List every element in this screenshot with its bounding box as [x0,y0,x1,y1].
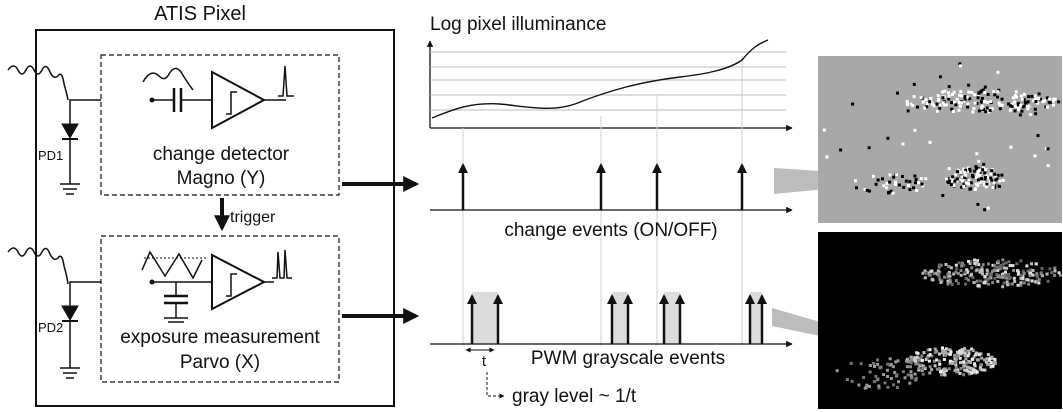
gray-level-pointer [486,372,505,399]
change-events-label: change events (ON/OFF) [504,220,717,241]
photodiode-2-label: PD2 [38,320,63,335]
exposure-title: exposure measurement [120,327,320,348]
trigger-label: trigger [230,209,276,226]
pwm-event-spikes [467,294,767,344]
change-event-spikes [458,163,747,210]
change-events-image [818,56,1062,223]
change-detector-subtitle: Magno (Y) [177,168,266,189]
change-image-texture [822,62,1061,212]
pwm-label: PWM grayscale events [531,348,725,369]
grayscale-image [818,232,1062,409]
exposure-circuit [141,249,292,323]
t-label: t [482,353,487,370]
change-detector-title: change detector [153,144,290,165]
photodiode-1-circuit [7,65,101,195]
photodiode-1-icon [61,123,79,140]
pwm-shaded-intervals [472,292,762,344]
photodiode-1-label: PD1 [38,148,63,163]
gray-level-label: gray level ~ 1/t [512,386,637,407]
change-detector-circuit [142,65,294,130]
pixel-title: ATIS Pixel [154,3,246,25]
gray-image-texture [835,258,1062,390]
photodiode-2-icon [61,305,79,322]
event-guides [462,56,743,346]
exposure-subtitle: Parvo (X) [180,352,260,373]
illuminance-title: Log pixel illuminance [430,14,606,35]
illuminance-grid [430,51,786,111]
pixel-outline [35,29,395,407]
change-detector-box [100,54,340,196]
photodiode-2-circuit [7,247,101,379]
illuminance-curve [431,39,769,119]
